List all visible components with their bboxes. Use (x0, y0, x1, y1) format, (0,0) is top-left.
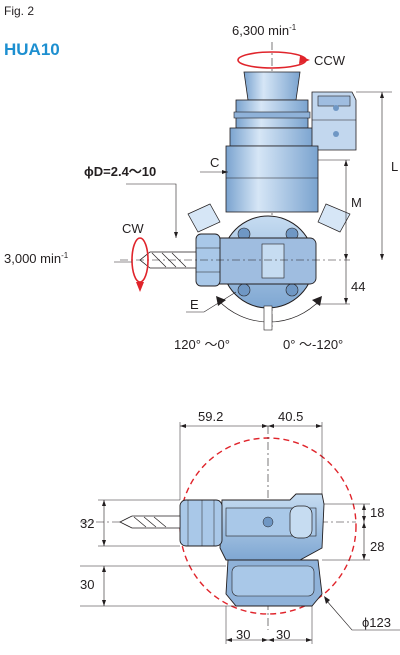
tool-speed-label: 3,000 min-1 (4, 251, 69, 266)
dim-30-bottom-right-label: 30 (276, 627, 291, 642)
front-view (80, 422, 400, 644)
dim-e-label: E (190, 297, 199, 312)
right-angle-stub (317, 203, 351, 233)
dim-59-2-label: 59.2 (198, 409, 224, 424)
dim-30-bottom-left-label: 30 (236, 627, 251, 642)
side-view (114, 42, 392, 331)
ccw-arrowhead (299, 56, 310, 64)
dim-18-label: 18 (370, 505, 385, 520)
flange-groove (233, 111, 311, 119)
dim-l-label: L (391, 159, 399, 174)
dim-c-label: C (210, 155, 220, 170)
dim-28-label: 28 (370, 539, 385, 554)
left-angle-stub (187, 203, 221, 233)
stop-block (311, 91, 357, 151)
dim-44-label: 44 (351, 279, 366, 294)
ccw-label: CCW (314, 53, 346, 68)
dim-phi123-label: ϕ123 (362, 615, 391, 630)
spindle-speed-label: 6,300 min-1 (232, 23, 297, 38)
front-collet-nut (179, 499, 223, 547)
diameter-range-label: ϕD=2.4～10 (84, 164, 157, 179)
cw-arrowhead (136, 282, 144, 292)
dim-40-5-label: 40.5 (278, 409, 304, 424)
spindle-taper (243, 71, 301, 101)
neck (229, 127, 315, 147)
dim-30-left-label: 30 (80, 577, 95, 592)
figure-label: Fig. 2 (4, 4, 35, 18)
angle-left-label: 120° ～0° (174, 337, 230, 352)
angle-right-label: 0° ～-120° (283, 337, 344, 352)
cw-label: CW (122, 221, 144, 236)
main-body (225, 145, 319, 213)
dim-32-label: 32 (80, 516, 95, 531)
dim-m-label: M (351, 195, 362, 210)
model-title: HUA10 (4, 40, 60, 59)
